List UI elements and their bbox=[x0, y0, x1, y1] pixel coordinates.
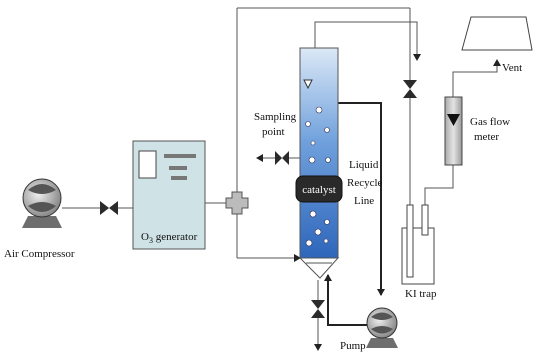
valve-icon bbox=[100, 201, 118, 215]
ki-trap bbox=[401, 204, 435, 285]
pump-blade-2 bbox=[371, 326, 393, 334]
gas-flow-meter bbox=[444, 96, 463, 166]
recycle-label-line2: Recycle bbox=[347, 177, 383, 189]
bubble bbox=[314, 228, 322, 236]
pipe-liquid-recycle bbox=[338, 102, 385, 296]
bubble bbox=[315, 106, 323, 114]
catalyst-label: catalyst bbox=[302, 184, 336, 196]
o3-generator-label: O3 generator bbox=[141, 231, 198, 245]
bubble bbox=[324, 127, 330, 133]
o3-generator: O3 generator bbox=[132, 140, 206, 250]
valve-drain[interactable] bbox=[311, 300, 325, 318]
vent-hood-shape bbox=[461, 16, 533, 51]
pipes bbox=[62, 7, 501, 351]
cross-connector-shape bbox=[225, 191, 249, 215]
air-compressor bbox=[22, 178, 62, 228]
vent-hood bbox=[461, 16, 533, 51]
compressor-blade-1 bbox=[28, 184, 56, 194]
bubble bbox=[310, 140, 316, 146]
compressor-blade-2 bbox=[28, 202, 56, 212]
catalyst-block bbox=[295, 175, 343, 203]
flow-meter-tube bbox=[444, 96, 463, 166]
bubble bbox=[305, 121, 311, 127]
pump-base bbox=[366, 338, 398, 348]
bubble bbox=[309, 210, 317, 218]
flow-meter-float-icon bbox=[447, 114, 460, 126]
pump-label: Pump bbox=[340, 340, 366, 352]
bubble bbox=[308, 156, 316, 164]
liquid-level-icon bbox=[303, 79, 313, 90]
cross-connector bbox=[225, 191, 249, 215]
valve-gas-line[interactable] bbox=[403, 80, 417, 98]
valve-sampling[interactable] bbox=[275, 151, 289, 165]
bubble bbox=[305, 239, 313, 247]
valve-icon bbox=[311, 300, 325, 318]
pipe-pump-return bbox=[324, 274, 368, 326]
o3-panel-bar-3 bbox=[171, 176, 187, 180]
ki-trap-outlet-tube bbox=[421, 204, 429, 236]
recycle-pump bbox=[366, 307, 398, 348]
pipe-meter-vent bbox=[452, 59, 501, 97]
vent-label: Vent bbox=[502, 62, 522, 74]
bubble bbox=[323, 238, 329, 244]
reactor-column: catalyst bbox=[295, 47, 343, 279]
valve-air-line[interactable] bbox=[100, 201, 118, 215]
recycle-label-line3: Line bbox=[354, 195, 374, 207]
compressor-base bbox=[22, 216, 62, 228]
sampling-label-line1: Sampling bbox=[254, 111, 297, 123]
o3-panel-bar-2 bbox=[169, 166, 187, 170]
pipe-reactor-outlet bbox=[314, 21, 421, 61]
reactor-cone bbox=[298, 257, 340, 279]
valve-icon bbox=[403, 80, 417, 98]
ki-trap-label: KI trap bbox=[405, 288, 437, 300]
sampling-label-line2: point bbox=[262, 126, 285, 138]
air-compressor-label: Air Compressor bbox=[4, 248, 75, 260]
pipe-ki-meter bbox=[424, 165, 454, 205]
bubble bbox=[325, 157, 331, 163]
pump-blade-1 bbox=[371, 312, 393, 320]
bubble bbox=[324, 219, 330, 225]
gas-flow-label-line1: Gas flow bbox=[470, 116, 510, 128]
recycle-label-line1: Liquid bbox=[349, 159, 379, 171]
o3-panel-bar-1 bbox=[164, 154, 196, 158]
ki-trap-inlet-tube bbox=[406, 204, 414, 278]
o3-display-icon bbox=[138, 150, 157, 179]
gas-flow-label-line2: meter bbox=[474, 131, 499, 143]
valve-icon bbox=[275, 151, 289, 165]
